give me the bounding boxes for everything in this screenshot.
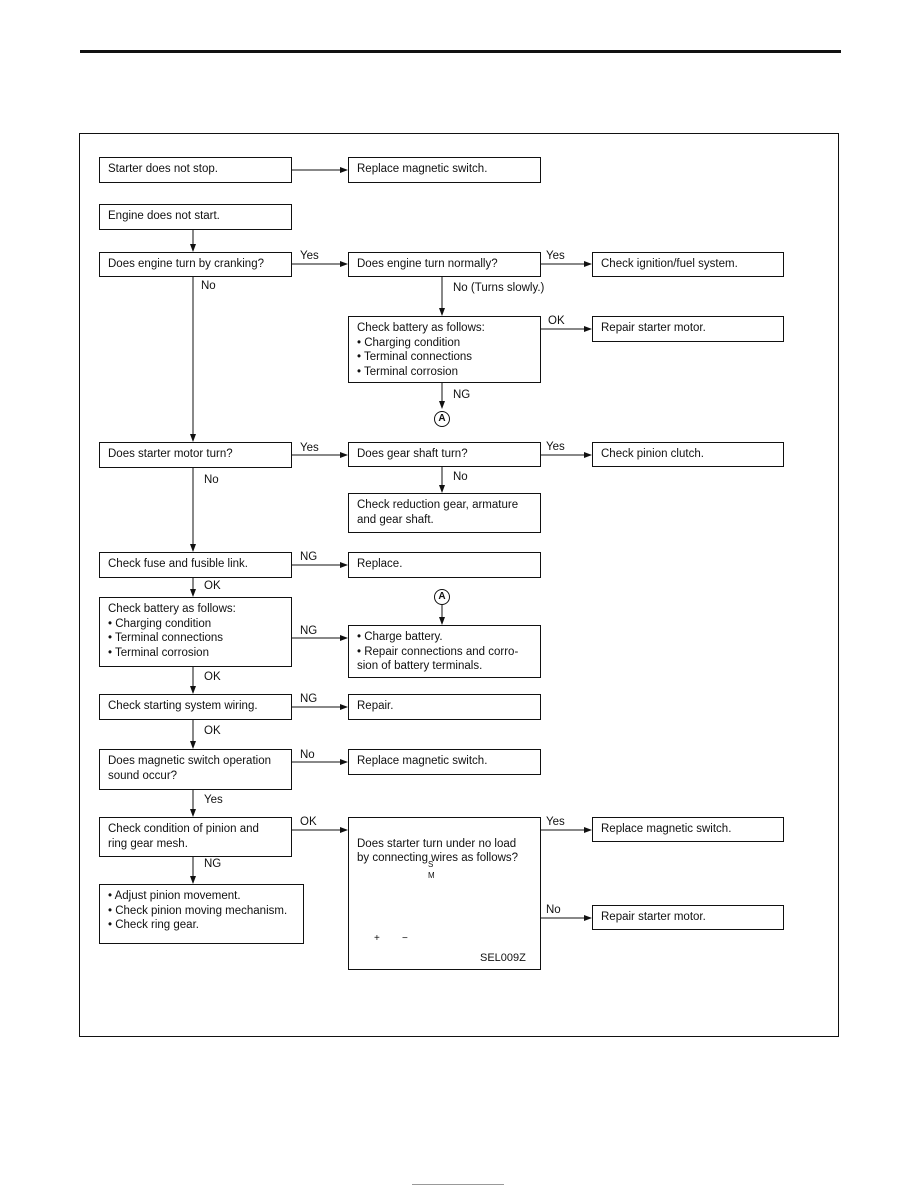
top-rule [80, 50, 841, 53]
label-no-5: No [546, 904, 561, 916]
node-check-fuse: Check fuse and fusible link. [99, 552, 292, 578]
label-ng-3: NG [300, 625, 318, 637]
label-ng-1: NG [453, 389, 471, 401]
node-replace-magnetic-switch-1: Replace magnetic switch. [348, 157, 541, 183]
node-check-wiring: Check starting system wiring. [99, 694, 292, 720]
node-engine-turn-by-cranking: Does engine turn by cranking? [99, 252, 292, 277]
node-check-pinion-clutch: Check pinion clutch. [592, 442, 784, 467]
node-engine-does-not-start: Engine does not start. [99, 204, 292, 230]
label-ok-1: OK [548, 315, 565, 327]
terminal-s-label: S [428, 860, 434, 869]
label-no-2: No [204, 474, 219, 486]
node-repair: Repair. [348, 694, 541, 720]
label-no-3: No [453, 471, 468, 483]
label-yes-2: Yes [546, 250, 565, 262]
node-check-battery-2: Check battery as follows: • Charging con… [99, 597, 292, 667]
label-yes-5: Yes [204, 794, 223, 806]
node-check-ignition-fuel: Check ignition/fuel system. [592, 252, 784, 277]
flowchart-frame [79, 133, 839, 1037]
node-starter-no-load-text: Does starter turn under no load by conne… [357, 837, 519, 865]
connector-a-marker-2: A [434, 589, 450, 605]
node-magnetic-switch-sound: Does magnetic switch operation sound occ… [99, 749, 292, 790]
node-check-battery-1: Check battery as follows: • Charging con… [348, 316, 541, 383]
node-replace-magnetic-switch-3: Replace magnetic switch. [592, 817, 784, 842]
label-yes-3: Yes [300, 442, 319, 454]
label-ok-3: OK [204, 671, 221, 683]
label-ok-4: OK [204, 725, 221, 737]
figure-code: SEL009Z [480, 952, 526, 964]
label-ng-5: NG [204, 858, 222, 870]
label-no-turns-slowly: No (Turns slowly.) [453, 282, 545, 294]
terminal-m-label: M [428, 871, 435, 880]
label-ok-5: OK [300, 816, 317, 828]
label-ng-2: NG [300, 551, 318, 563]
label-no-4: No [300, 749, 315, 761]
node-starter-motor-turn: Does starter motor turn? [99, 442, 292, 468]
node-check-reduction-gear: Check reduction gear, armature and gear … [348, 493, 541, 533]
node-repair-starter-motor-1: Repair starter motor. [592, 316, 784, 342]
label-yes-1: Yes [300, 250, 319, 262]
node-adjust-pinion: • Adjust pinion movement. • Check pinion… [99, 884, 304, 944]
node-pinion-ring-gear-mesh: Check condition of pinion and ring gear … [99, 817, 292, 857]
node-repair-starter-motor-2: Repair starter motor. [592, 905, 784, 930]
node-gear-shaft-turn: Does gear shaft turn? [348, 442, 541, 467]
label-ng-4: NG [300, 693, 318, 705]
label-yes-4: Yes [546, 441, 565, 453]
node-replace-magnetic-switch-2: Replace magnetic switch. [348, 749, 541, 775]
label-no-1: No [201, 280, 216, 292]
node-starter-does-not-stop: Starter does not stop. [99, 157, 292, 183]
battery-minus-label: − [402, 933, 408, 944]
node-replace: Replace. [348, 552, 541, 578]
node-engine-turn-normally: Does engine turn normally? [348, 252, 541, 277]
footer-line [412, 1184, 504, 1185]
node-charge-battery: • Charge battery. • Repair connections a… [348, 625, 541, 678]
label-ok-2: OK [204, 580, 221, 592]
node-starter-no-load: Does starter turn under no load by conne… [348, 817, 541, 970]
connector-a-marker-1: A [434, 411, 450, 427]
battery-plus-label: + [374, 933, 380, 944]
label-yes-6: Yes [546, 816, 565, 828]
